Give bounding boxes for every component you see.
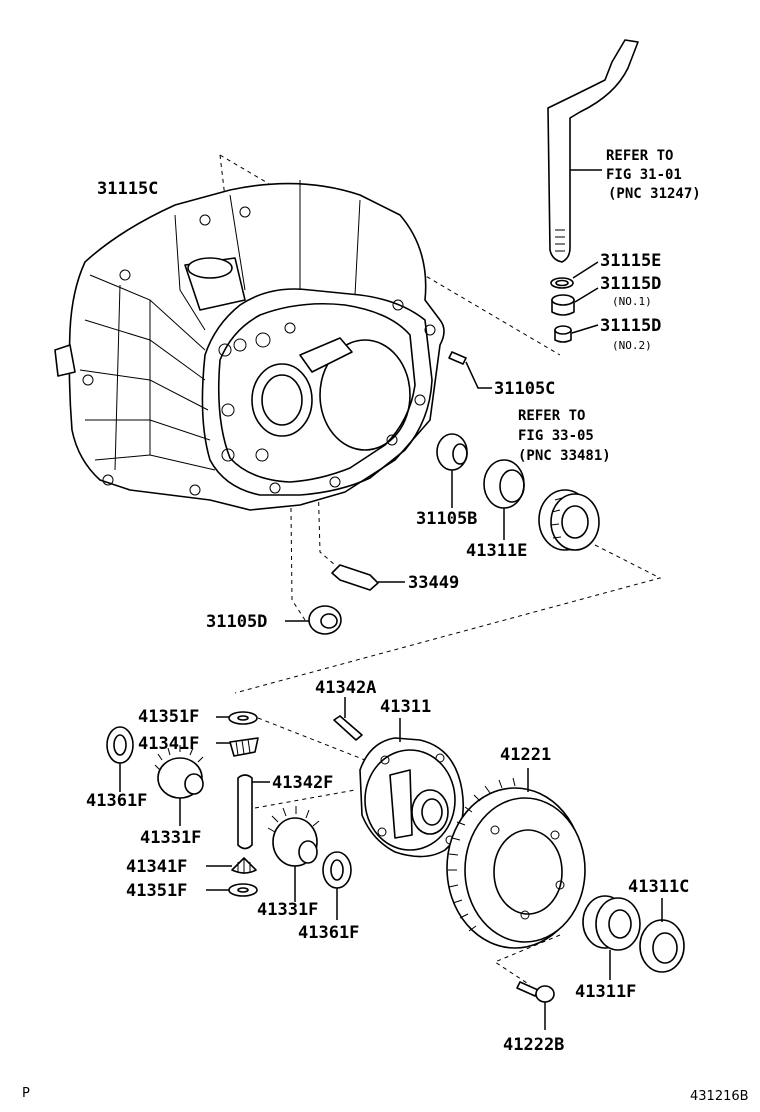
footer-left: P bbox=[22, 1086, 30, 1101]
label-41222B: 41222B bbox=[503, 1035, 564, 1055]
label-41311: 41311 bbox=[380, 697, 431, 717]
plate-33449 bbox=[331, 564, 405, 591]
shift-shaft bbox=[547, 39, 639, 263]
bearing-41311F bbox=[582, 895, 641, 980]
label-41342F: 41342F bbox=[272, 773, 333, 793]
ref1-line3: (PNC 31247) bbox=[608, 186, 701, 202]
ref2-line1: REFER TO bbox=[518, 408, 585, 424]
label-31115D-1: 31115D bbox=[600, 274, 661, 294]
ref1-line2: FIG 31-01 bbox=[606, 167, 682, 183]
label-31115E: 31115E bbox=[600, 251, 661, 271]
label-41361F-left: 41361F bbox=[86, 791, 147, 811]
bearing-ref-33481 bbox=[538, 489, 600, 551]
thrust-washer-41361F-bottom bbox=[322, 851, 352, 920]
pin-41342A bbox=[333, 697, 363, 741]
bushing-31115D-no2 bbox=[554, 324, 599, 343]
label-41351F-bottom: 41351F bbox=[126, 881, 187, 901]
label-33449: 33449 bbox=[408, 573, 459, 593]
bearing-race-41311C bbox=[639, 898, 685, 973]
label-41331F-top: 41331F bbox=[140, 828, 201, 848]
transaxle-case bbox=[54, 180, 445, 511]
label-31105C: 31105C bbox=[494, 379, 555, 399]
bushing-31115D-no1 bbox=[551, 287, 599, 316]
part-labels: 31115C 31115E 31115D (NO.1) 31115D (NO.2… bbox=[86, 179, 689, 1055]
bearing-race-41311E bbox=[483, 459, 525, 540]
ref2-line2: FIG 33-05 bbox=[518, 428, 594, 444]
bolt-41222B bbox=[516, 981, 555, 1030]
oil-seal-31105D bbox=[285, 605, 342, 635]
pinion-shaft-41342F bbox=[237, 774, 270, 850]
ref1-line1: REFER TO bbox=[606, 148, 673, 164]
label-31115C: 31115C bbox=[97, 179, 158, 199]
footer: P 431216B bbox=[22, 1086, 749, 1104]
label-41341F-bottom: 41341F bbox=[126, 857, 187, 877]
label-41342A: 41342A bbox=[315, 678, 376, 698]
pin-31105C bbox=[448, 351, 492, 389]
bushing-31115E bbox=[550, 261, 599, 289]
side-gear-41331F-bottom bbox=[267, 806, 320, 902]
side-gear-41331F-top bbox=[154, 745, 204, 826]
footer-figure-id: 431216B bbox=[690, 1089, 749, 1104]
label-31105B: 31105B bbox=[416, 509, 477, 529]
label-31105D: 31105D bbox=[206, 612, 267, 632]
label-41351F-top: 41351F bbox=[138, 707, 199, 727]
pinion-41341F-bottom bbox=[206, 857, 257, 874]
washer-41351F-top bbox=[216, 711, 258, 725]
label-41221: 41221 bbox=[500, 745, 551, 765]
label-41331F-bottom: 41331F bbox=[257, 900, 318, 920]
label-41311F: 41311F bbox=[575, 982, 636, 1002]
washer-41351F-bottom bbox=[206, 883, 258, 897]
label-41361F-bottom: 41361F bbox=[298, 923, 359, 943]
label-no2: (NO.2) bbox=[612, 339, 652, 352]
reference-notes: REFER TO FIG 31-01 (PNC 31247) REFER TO … bbox=[518, 148, 701, 464]
ring-gear-41221 bbox=[446, 768, 586, 949]
label-41311E: 41311E bbox=[466, 541, 527, 561]
oil-seal-31105B bbox=[436, 433, 468, 508]
label-31115D-2: 31115D bbox=[600, 316, 661, 336]
label-no1: (NO.1) bbox=[612, 295, 652, 308]
label-41311C: 41311C bbox=[628, 877, 689, 897]
label-41341F-top: 41341F bbox=[138, 734, 199, 754]
ref2-line3: (PNC 33481) bbox=[518, 448, 611, 464]
pinion-41341F-top bbox=[216, 737, 259, 757]
diff-case-41311 bbox=[359, 718, 465, 858]
thrust-washer-41361F-left bbox=[106, 726, 134, 792]
